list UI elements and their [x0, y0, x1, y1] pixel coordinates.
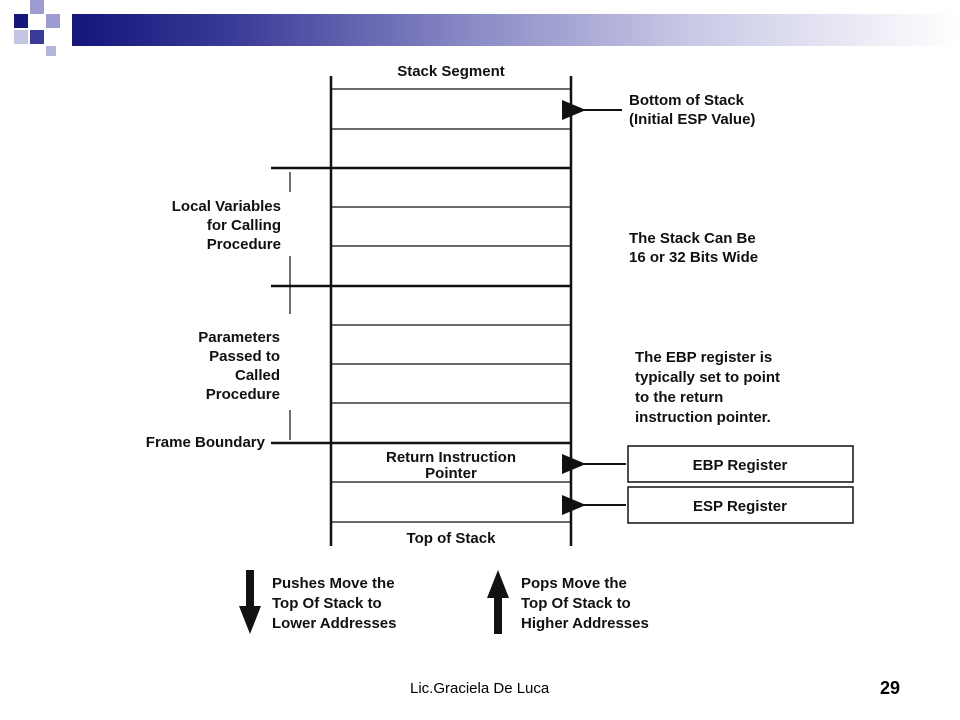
svg-text:typically set to point: typically set to point — [635, 369, 780, 386]
page-number: 29 — [880, 678, 901, 698]
svg-text:Parameters: Parameters — [198, 329, 280, 346]
push-legend-text: Pushes Move the Top Of Stack to Lower Ad… — [272, 575, 397, 632]
svg-text:Higher Addresses: Higher Addresses — [521, 615, 649, 632]
ebp-register-box — [627, 445, 854, 483]
svg-text:Procedure: Procedure — [207, 236, 281, 253]
return-pointer-label: Pointer — [425, 465, 477, 482]
return-pointer-label: Return Instruction — [386, 449, 516, 466]
params-label: Parameters Passed to Called Procedure — [198, 329, 280, 403]
header-square-dark — [30, 30, 44, 44]
header-square-light — [14, 30, 28, 44]
frame-boundary-label: Frame Boundary — [146, 434, 266, 451]
svg-text:Called: Called — [235, 367, 280, 384]
push-down-arrow-icon — [239, 570, 261, 634]
ebp-note: The EBP register is typically set to poi… — [635, 349, 780, 426]
stack-segment-label: Stack Segment — [397, 63, 505, 80]
svg-text:Pops Move the: Pops Move the — [521, 575, 627, 592]
svg-text:Bottom of Stack: Bottom of Stack — [629, 92, 745, 109]
svg-text:Top Of Stack to: Top Of Stack to — [521, 595, 631, 612]
svg-text:for Calling: for Calling — [207, 217, 281, 234]
esp-register-label: ESP Register — [693, 498, 787, 515]
svg-text:(Initial ESP Value): (Initial ESP Value) — [629, 111, 755, 128]
pop-legend-text: Pops Move the Top Of Stack to Higher Add… — [521, 575, 649, 632]
top-of-stack-label: Top of Stack — [407, 530, 497, 547]
ebp-register-label: EBP Register — [693, 457, 788, 474]
svg-text:Pushes Move the: Pushes Move the — [272, 575, 395, 592]
header-square-light — [46, 46, 56, 56]
header-square-light — [30, 0, 44, 14]
svg-text:The Stack Can Be: The Stack Can Be — [629, 230, 756, 247]
svg-text:Top Of Stack to: Top Of Stack to — [272, 595, 382, 612]
stack-row-dividers — [331, 88, 571, 523]
header-gradient-bar — [72, 14, 960, 46]
svg-text:Local Variables: Local Variables — [172, 198, 281, 215]
esp-register-box — [627, 486, 854, 524]
footer-author: Lic.Graciela De Luca — [410, 680, 550, 697]
svg-text:instruction pointer.: instruction pointer. — [635, 409, 771, 426]
stack-width-note: The Stack Can Be 16 or 32 Bits Wide — [629, 230, 758, 266]
pop-up-arrow-icon — [487, 570, 509, 634]
svg-text:Lower Addresses: Lower Addresses — [272, 615, 397, 632]
slide-header — [0, 0, 960, 60]
header-square-light — [46, 14, 60, 28]
svg-text:Passed to: Passed to — [209, 348, 280, 365]
bottom-of-stack-label: Bottom of Stack (Initial ESP Value) — [629, 92, 755, 128]
local-vars-label: Local Variables for Calling Procedure — [172, 198, 281, 253]
svg-text:16 or 32 Bits Wide: 16 or 32 Bits Wide — [629, 249, 758, 266]
svg-text:Procedure: Procedure — [206, 386, 280, 403]
header-square-dark — [14, 14, 28, 28]
svg-text:The EBP register is: The EBP register is — [635, 349, 772, 366]
svg-text:to the return: to the return — [635, 389, 723, 406]
